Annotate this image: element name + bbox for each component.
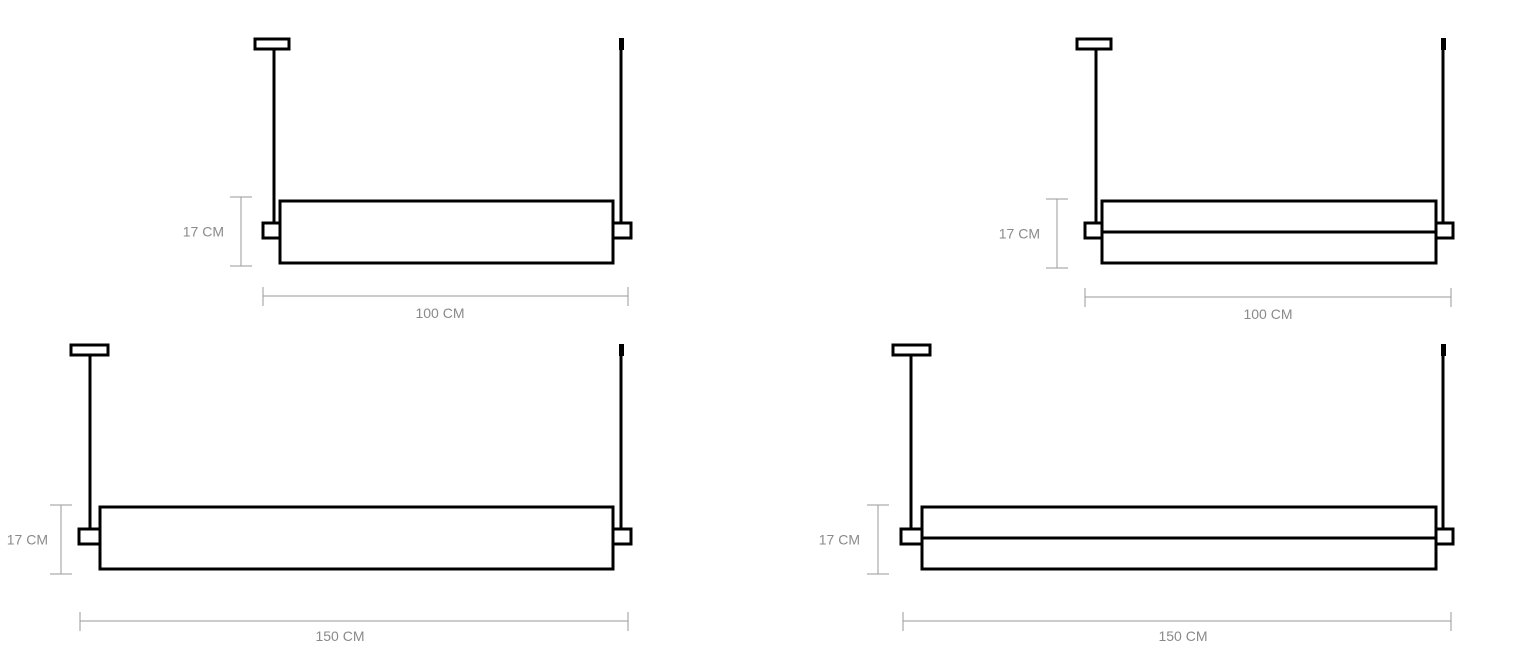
width-label: 100 CM	[415, 305, 464, 321]
height-label: 17 CM	[7, 532, 48, 548]
right-end-cap	[1434, 221, 1455, 240]
left-ceiling-canopy	[69, 343, 110, 357]
height-label: 17 CM	[183, 224, 224, 240]
right-end-cap	[611, 221, 633, 240]
diagram-lamp-150-double: 17 CM 150 CM	[819, 343, 1455, 644]
right-ceiling-mount	[619, 344, 624, 356]
height-label: 17 CM	[819, 532, 860, 548]
lamp-body	[98, 505, 615, 571]
right-ceiling-mount	[619, 38, 624, 50]
left-ceiling-canopy	[1075, 37, 1113, 51]
left-end-cap	[77, 527, 102, 546]
diagram-lamp-100-double: 17 CM 100 CM	[999, 37, 1455, 322]
lamp-body	[278, 199, 615, 265]
width-label: 150 CM	[315, 628, 364, 644]
left-end-cap	[261, 221, 282, 240]
right-end-cap	[1434, 527, 1455, 546]
left-end-cap	[1083, 221, 1104, 240]
width-label: 150 CM	[1158, 628, 1207, 644]
right-ceiling-mount	[1441, 38, 1446, 50]
height-label: 17 CM	[999, 226, 1040, 242]
left-ceiling-canopy	[253, 37, 291, 51]
left-end-cap	[899, 527, 924, 546]
diagram-lamp-100-single: 17 CM 100 CM	[183, 37, 633, 321]
right-ceiling-mount	[1441, 344, 1446, 356]
diagram-lamp-150-single: 17 CM 150 CM	[7, 343, 633, 644]
right-end-cap	[611, 527, 633, 546]
width-label: 100 CM	[1243, 306, 1292, 322]
left-ceiling-canopy	[891, 343, 932, 357]
